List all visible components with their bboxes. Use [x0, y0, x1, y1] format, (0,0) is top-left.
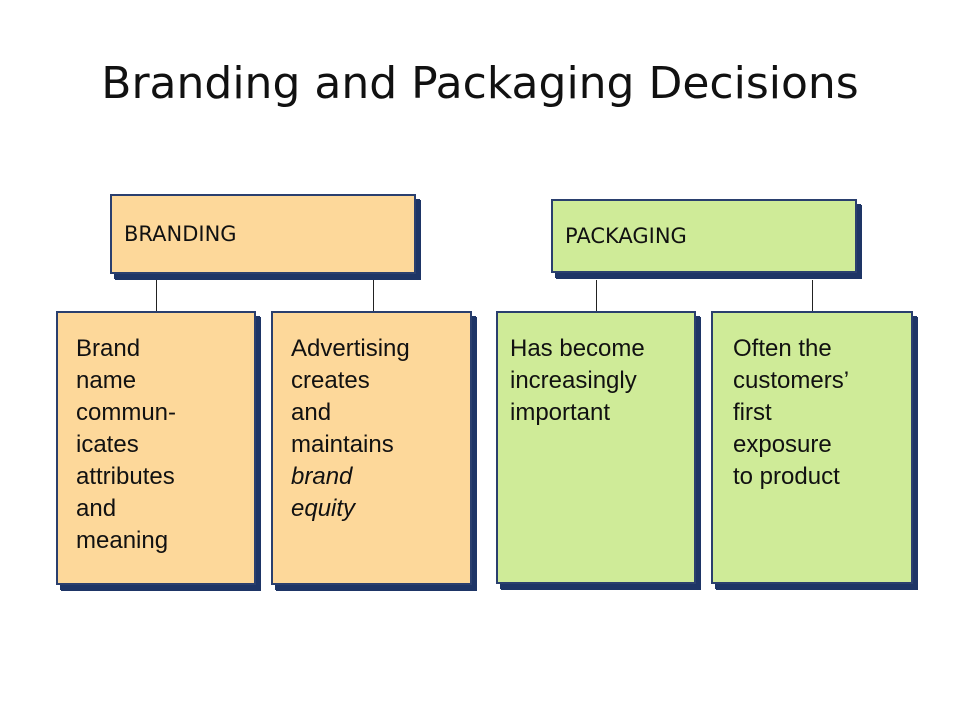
item-line: increasingly: [510, 367, 637, 394]
item-line: and: [291, 399, 332, 426]
packaging-item-first-exposure: Often the customers’ first exposure to p…: [711, 311, 913, 584]
item-line: and: [76, 495, 117, 522]
item-line: important: [510, 399, 611, 426]
item-line: to product: [733, 463, 840, 490]
item-line: Brand: [76, 335, 141, 362]
connector-packaging-right: [812, 280, 813, 312]
item-line: meaning: [76, 527, 169, 554]
packaging-header-box: PACKAGING: [551, 199, 857, 273]
branding-header-box: BRANDING: [110, 194, 416, 274]
item-line: attributes: [76, 463, 175, 490]
connector-packaging-left: [596, 280, 597, 312]
item-line: Advertising: [291, 335, 410, 362]
item-line: exposure: [733, 431, 832, 458]
item-line: customers’: [733, 367, 850, 394]
item-line: Has become: [510, 335, 645, 362]
item-line-italic: equity: [291, 495, 356, 522]
connector-branding-left: [156, 280, 157, 312]
packaging-item-importance: Has become increasingly important: [496, 311, 696, 584]
page-title: Branding and Packaging Decisions: [101, 58, 859, 109]
item-line: maintains: [291, 431, 394, 458]
item-line: name: [76, 367, 137, 394]
item-line-italic: brand: [291, 463, 353, 490]
item-line: commun-: [76, 399, 177, 426]
branding-item-advertising: Advertising creates and maintains brand …: [271, 311, 472, 585]
branding-header-label: BRANDING: [124, 222, 237, 246]
packaging-header-label: PACKAGING: [565, 224, 687, 248]
item-line: icates: [76, 431, 139, 458]
item-line: Often the: [733, 335, 832, 362]
item-line: creates: [291, 367, 370, 394]
item-line: first: [733, 399, 772, 426]
branding-item-brand-name: Brand name commun- icates attributes and…: [56, 311, 256, 585]
connector-branding-right: [373, 280, 374, 312]
